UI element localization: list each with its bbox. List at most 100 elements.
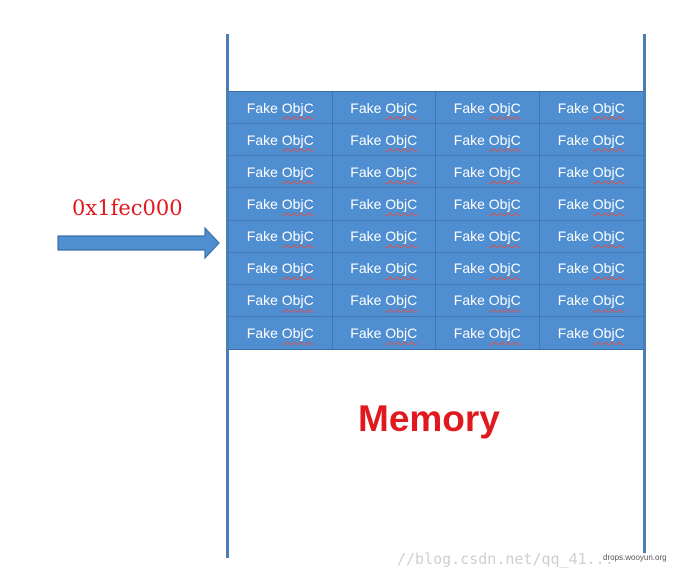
- fake-objc-cell: Fake ObjC: [540, 317, 644, 349]
- fake-objc-cell: Fake ObjC: [436, 124, 540, 157]
- cell-word-fake: Fake: [557, 195, 589, 212]
- cell-word-fake: Fake: [453, 292, 485, 309]
- fake-objc-cell: Fake ObjC: [229, 188, 333, 221]
- cell-word-fake: Fake: [453, 99, 485, 116]
- cell-word-objc: ObjC: [488, 195, 521, 212]
- cell-word-fake: Fake: [557, 292, 589, 309]
- cell-word-objc: ObjC: [281, 260, 314, 277]
- cell-word-fake: Fake: [557, 324, 589, 341]
- cell-word-fake: Fake: [246, 260, 278, 277]
- cell-word-fake: Fake: [453, 163, 485, 180]
- cell-word-objc: ObjC: [488, 228, 521, 245]
- cell-word-objc: ObjC: [281, 228, 314, 245]
- cell-word-fake: Fake: [557, 131, 589, 148]
- memory-label: Memory: [358, 398, 500, 439]
- fake-objc-cell: Fake ObjC: [229, 316, 333, 349]
- cell-word-objc: ObjC: [592, 292, 625, 309]
- cell-word-objc: ObjC: [488, 99, 521, 116]
- cell-word-fake: Fake: [246, 228, 278, 245]
- cell-word-fake: Fake: [557, 163, 589, 180]
- fake-objc-cell: Fake ObjC: [436, 316, 540, 349]
- fake-objc-cell: Fake ObjC: [229, 220, 333, 253]
- fake-objc-cell: Fake ObjC: [539, 221, 643, 253]
- cell-word-objc: ObjC: [281, 163, 314, 180]
- cell-word-fake: Fake: [453, 195, 485, 212]
- cell-word-fake: Fake: [350, 195, 382, 212]
- fake-objc-cell: Fake ObjC: [539, 92, 643, 125]
- blog-watermark: //blog.csdn.net/qq_41...: [397, 550, 614, 568]
- fake-objc-cell: Fake ObjC: [332, 252, 436, 285]
- cell-word-fake: Fake: [350, 260, 382, 277]
- cell-word-fake: Fake: [350, 228, 382, 245]
- fake-objc-cell: Fake ObjC: [332, 124, 436, 157]
- cell-word-objc: ObjC: [385, 99, 418, 116]
- fake-objc-cell: Fake ObjC: [229, 124, 333, 157]
- cell-word-objc: ObjC: [385, 324, 418, 341]
- cell-word-objc: ObjC: [488, 163, 521, 180]
- cell-word-fake: Fake: [246, 324, 278, 341]
- cell-word-objc: ObjC: [385, 292, 418, 309]
- cell-word-fake: Fake: [246, 292, 278, 309]
- cell-word-fake: Fake: [246, 131, 278, 148]
- pointer-arrow-icon: [57, 226, 220, 260]
- fake-objc-cell: Fake ObjC: [229, 252, 333, 285]
- fake-objc-cell: Fake ObjC: [539, 253, 643, 285]
- cell-word-objc: ObjC: [281, 99, 314, 116]
- cell-word-objc: ObjC: [592, 260, 625, 277]
- cell-word-objc: ObjC: [592, 195, 625, 212]
- fake-objc-cell: Fake ObjC: [332, 284, 436, 317]
- fake-objc-cell: Fake ObjC: [332, 92, 436, 125]
- fake-objc-cell: Fake ObjC: [436, 252, 540, 285]
- fake-objc-cell: Fake ObjC: [539, 124, 643, 157]
- cell-word-objc: ObjC: [592, 228, 625, 245]
- cell-word-objc: ObjC: [488, 292, 521, 309]
- fake-objc-cell: Fake ObjC: [539, 285, 643, 317]
- cell-word-fake: Fake: [350, 99, 382, 116]
- cell-word-objc: ObjC: [592, 131, 625, 148]
- fake-objc-cell: Fake ObjC: [333, 316, 436, 349]
- cell-word-fake: Fake: [453, 260, 485, 277]
- cell-word-objc: ObjC: [488, 260, 521, 277]
- cell-word-objc: ObjC: [385, 260, 418, 277]
- cell-word-fake: Fake: [557, 228, 589, 245]
- cell-word-fake: Fake: [557, 260, 589, 277]
- fake-objc-cell: Fake ObjC: [436, 92, 540, 125]
- cell-word-fake: Fake: [453, 324, 485, 341]
- fake-objc-cell: Fake ObjC: [539, 156, 643, 189]
- cell-word-objc: ObjC: [592, 99, 625, 116]
- address-label: 0x1fec000: [72, 196, 183, 220]
- cell-word-objc: ObjC: [488, 131, 521, 148]
- cell-word-fake: Fake: [350, 163, 382, 180]
- fake-objc-cell: Fake ObjC: [229, 92, 333, 125]
- cell-word-fake: Fake: [557, 99, 589, 116]
- cell-word-fake: Fake: [246, 195, 278, 212]
- cell-word-fake: Fake: [350, 131, 382, 148]
- cell-word-objc: ObjC: [281, 131, 314, 148]
- fake-objc-cell: Fake ObjC: [332, 156, 436, 189]
- fake-objc-cell: Fake ObjC: [436, 220, 540, 253]
- cell-word-fake: Fake: [350, 324, 382, 341]
- fake-objc-cell: Fake ObjC: [229, 156, 333, 189]
- fake-objc-cell: Fake ObjC: [539, 188, 643, 221]
- cell-word-objc: ObjC: [592, 324, 625, 341]
- site-watermark: drops.wooyun.org: [602, 553, 668, 562]
- fake-objc-cell: Fake ObjC: [436, 156, 540, 189]
- cell-word-objc: ObjC: [385, 228, 418, 245]
- cell-word-objc: ObjC: [385, 195, 418, 212]
- cell-word-objc: ObjC: [488, 324, 521, 341]
- fake-objc-cell: Fake ObjC: [332, 220, 436, 253]
- fake-objc-cell: Fake ObjC: [436, 284, 540, 317]
- cell-word-objc: ObjC: [281, 195, 314, 212]
- fake-objc-cell: Fake ObjC: [332, 188, 436, 221]
- cell-word-objc: ObjC: [385, 131, 418, 148]
- memory-right-border: [643, 34, 646, 554]
- cell-word-objc: ObjC: [385, 163, 418, 180]
- fake-objc-cell: Fake ObjC: [229, 284, 333, 317]
- memory-left-border: [226, 34, 229, 558]
- cell-word-fake: Fake: [453, 228, 485, 245]
- cell-word-objc: ObjC: [281, 324, 314, 341]
- cell-word-fake: Fake: [246, 99, 278, 116]
- fake-objc-cell: Fake ObjC: [436, 188, 540, 221]
- cell-word-objc: ObjC: [592, 163, 625, 180]
